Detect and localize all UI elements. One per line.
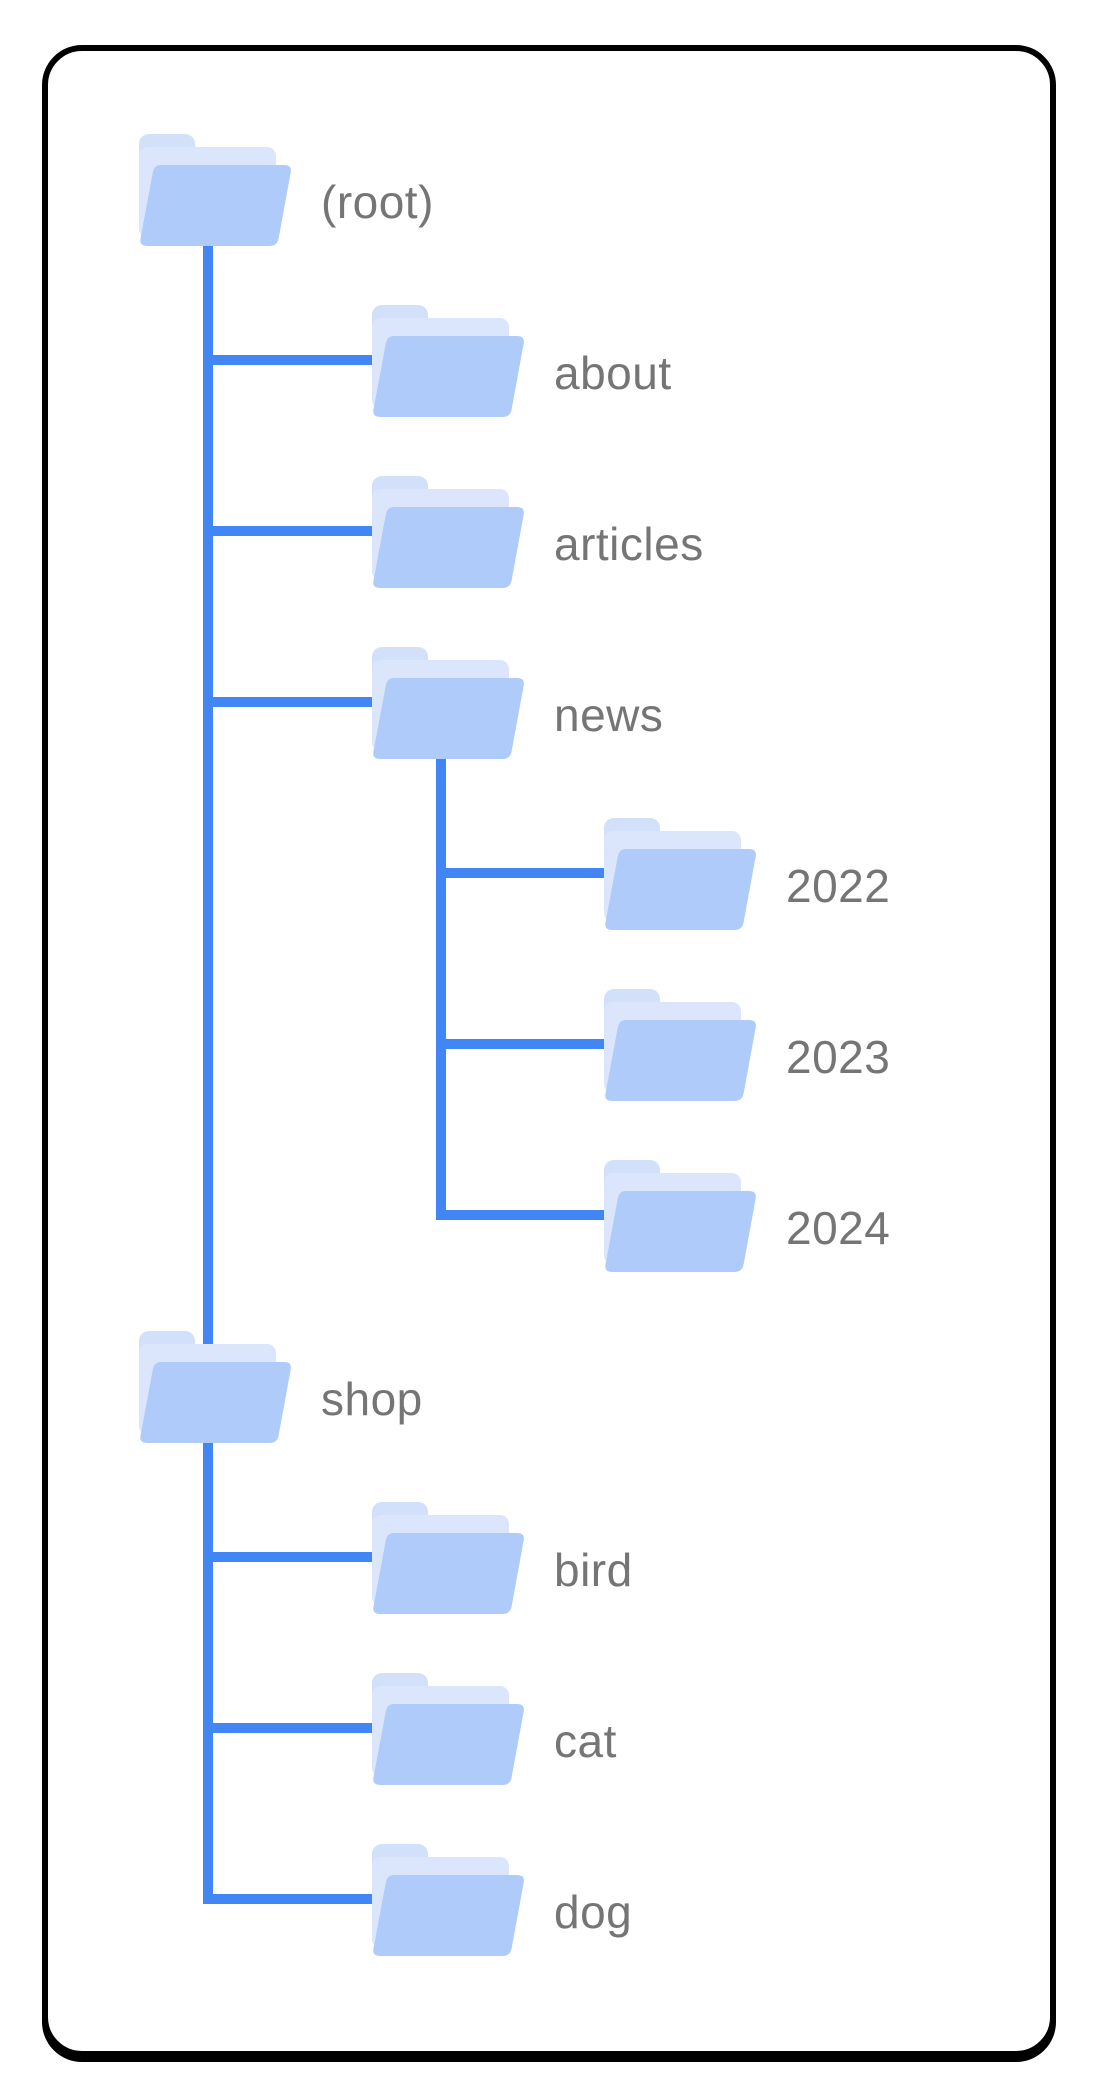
- folder-icon: [139, 1331, 291, 1443]
- connector-branch-dog: [203, 1894, 402, 1904]
- node-label-bird: bird: [554, 1544, 633, 1596]
- node-label-2022: 2022: [786, 860, 891, 912]
- connector-branch-about: [203, 355, 402, 365]
- folder-icon: [372, 305, 524, 417]
- folder-icon: [372, 1844, 524, 1956]
- connector-trunk-main: [203, 246, 213, 1904]
- connector-trunk-news: [436, 759, 446, 1220]
- node-label-shop: shop: [321, 1373, 423, 1425]
- folder-icon: [372, 476, 524, 588]
- node-label-news: news: [554, 689, 664, 741]
- folder-icon: [604, 989, 756, 1101]
- folder-icon: [372, 1673, 524, 1785]
- node-label-root: (root): [321, 176, 434, 228]
- connector-branch-news: [203, 697, 402, 707]
- tree-node-about: [372, 305, 524, 417]
- tree-node-root: [139, 134, 291, 246]
- connector-branch-2024: [436, 1210, 634, 1220]
- folder-icon: [139, 134, 291, 246]
- tree-node-news: [372, 647, 524, 759]
- tree-node-2024: [604, 1160, 756, 1272]
- tree-node-cat: [372, 1673, 524, 1785]
- folder-icon: [372, 1502, 524, 1614]
- connector-branch-2022: [436, 868, 634, 878]
- folder-icon: [372, 647, 524, 759]
- node-label-about: about: [554, 347, 672, 399]
- tree-node-articles: [372, 476, 524, 588]
- connector-branch-2023: [436, 1039, 634, 1049]
- connector-branch-articles: [203, 526, 402, 536]
- connector-branch-cat: [203, 1723, 402, 1733]
- tree-node-2022: [604, 818, 756, 930]
- node-label-dog: dog: [554, 1886, 633, 1938]
- connector-branch-bird: [203, 1552, 402, 1562]
- node-label-2024: 2024: [786, 1202, 891, 1254]
- tree-node-2023: [604, 989, 756, 1101]
- tree-node-dog: [372, 1844, 524, 1956]
- folder-icon: [604, 1160, 756, 1272]
- node-label-cat: cat: [554, 1715, 617, 1767]
- tree-card: [42, 45, 1056, 2057]
- folder-icon: [604, 818, 756, 930]
- node-label-2023: 2023: [786, 1031, 891, 1083]
- tree-node-bird: [372, 1502, 524, 1614]
- node-label-articles: articles: [554, 518, 704, 570]
- tree-node-shop: [139, 1331, 291, 1443]
